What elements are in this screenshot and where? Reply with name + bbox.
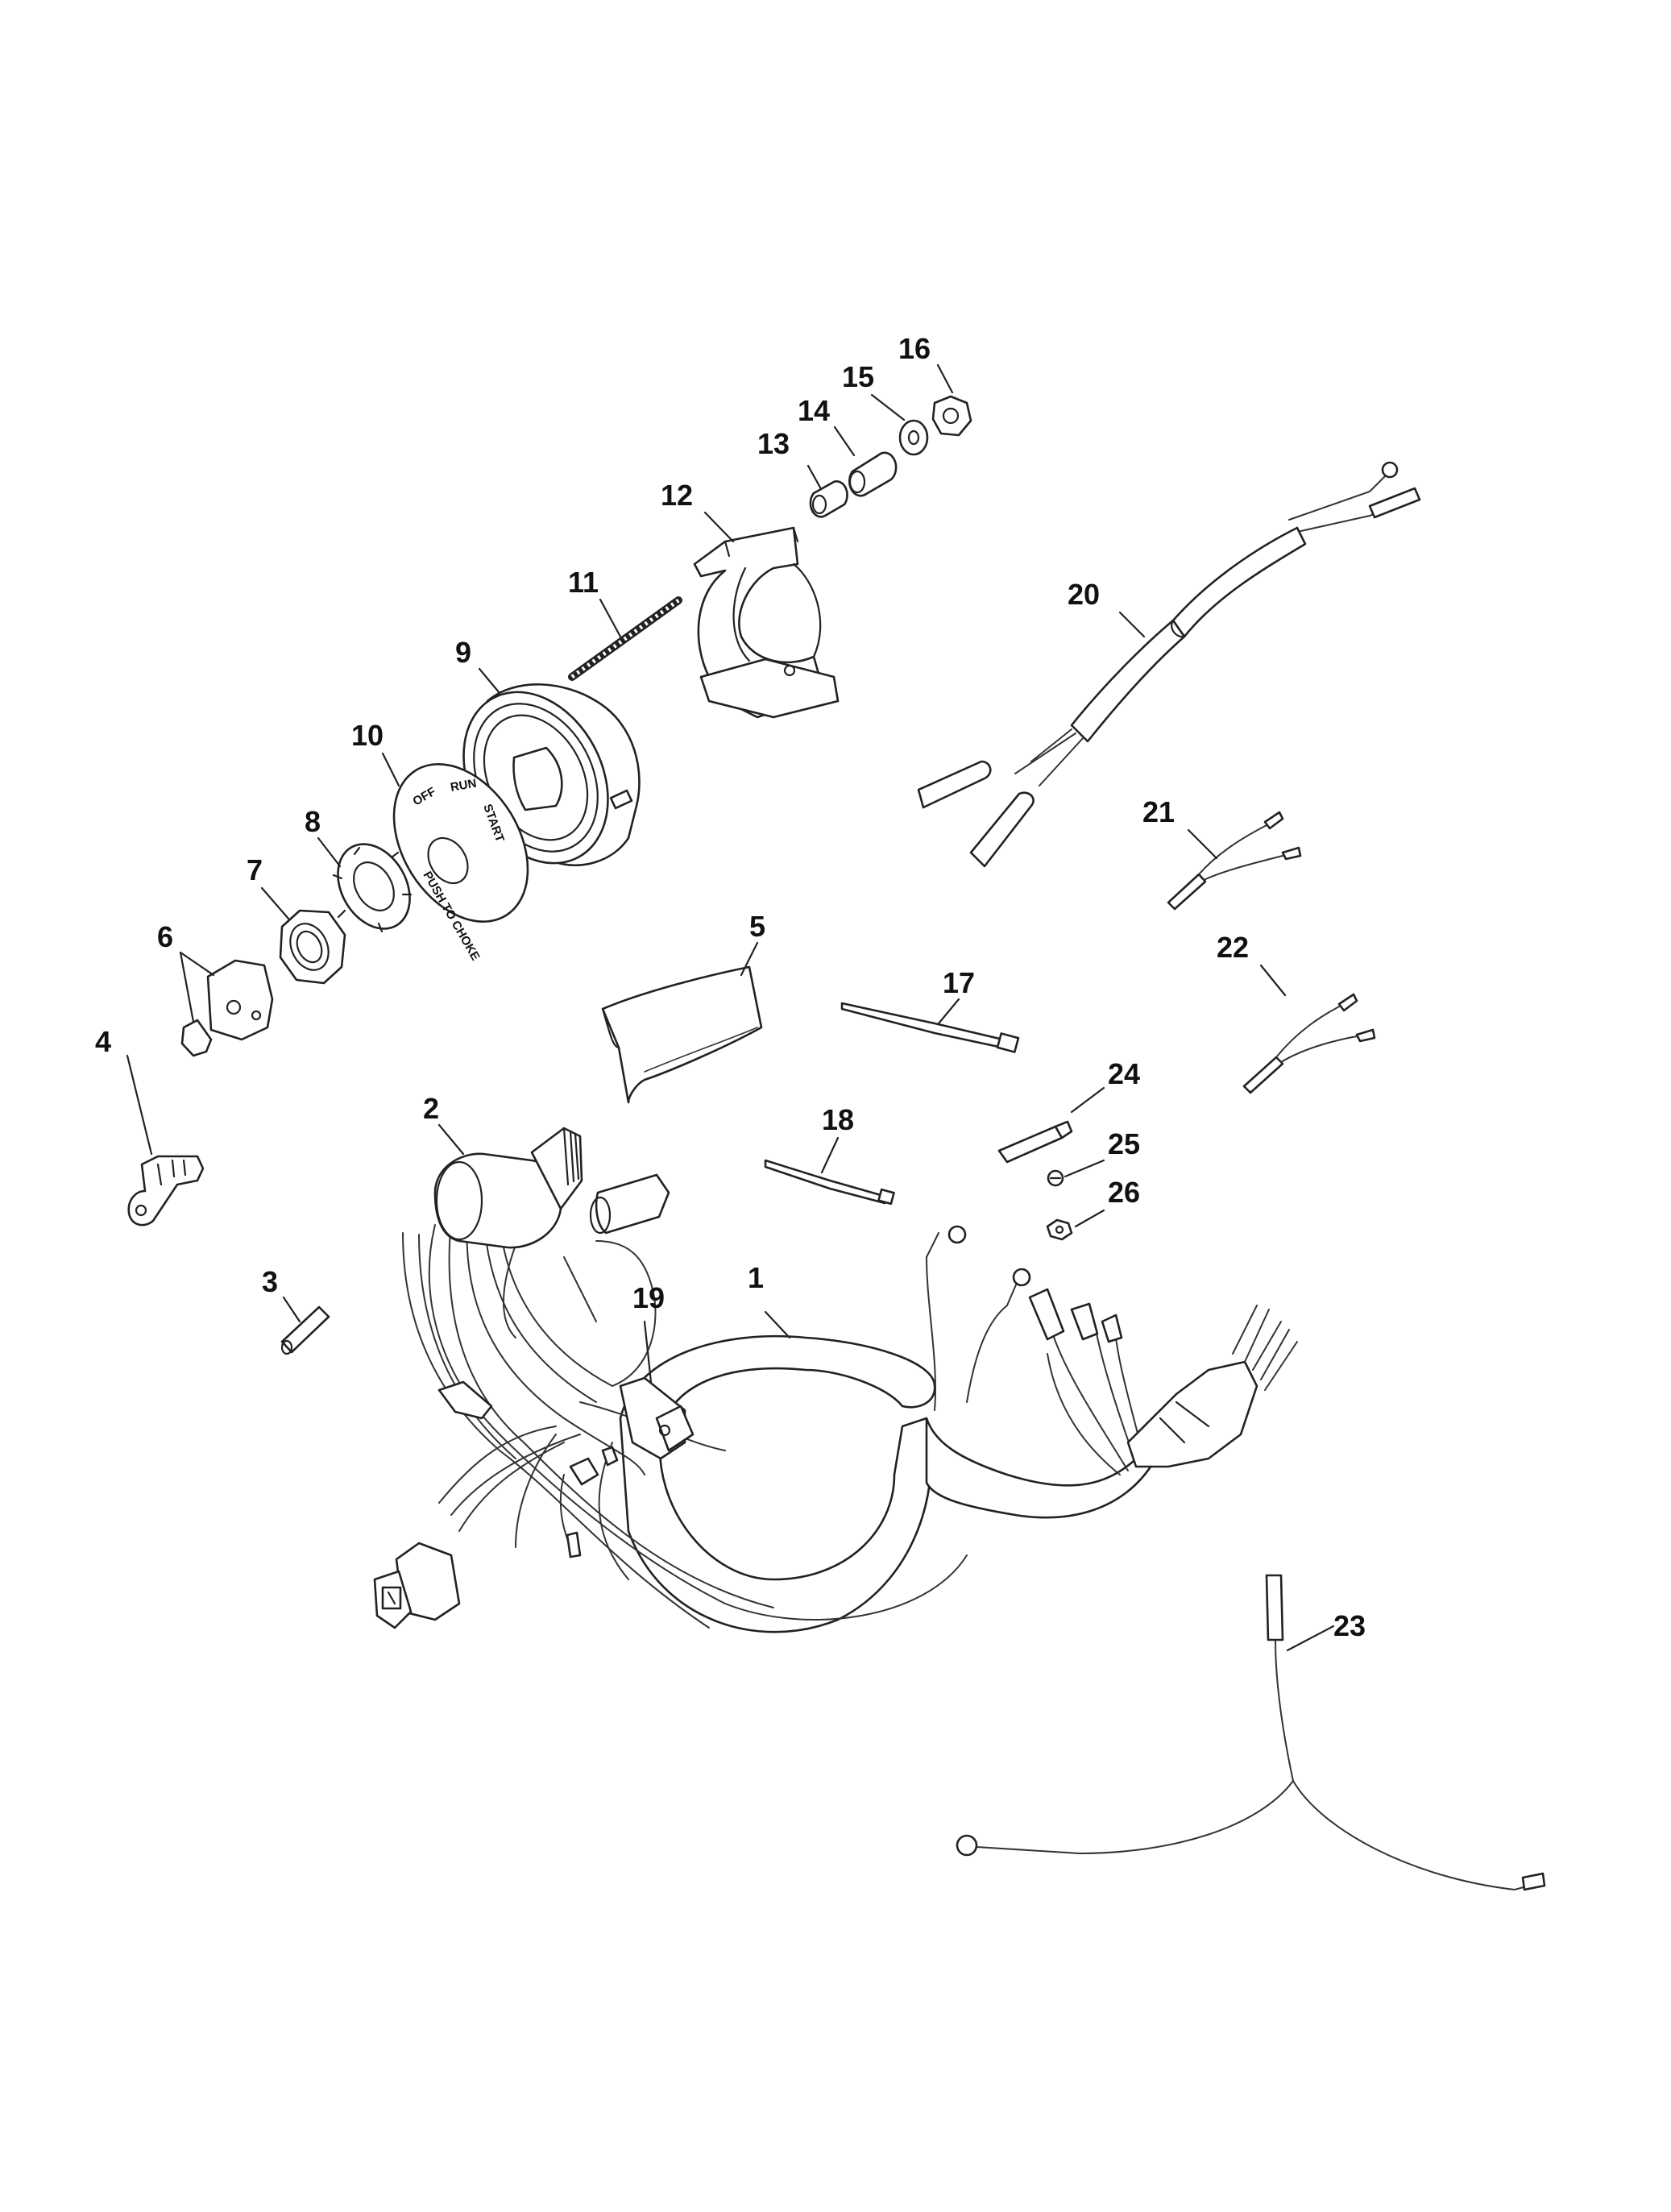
callout-numbers: 16 15 14 13 12 11 9 10 8 7 6 4 2 3 5 17 …	[95, 332, 1366, 1642]
callout-17: 17	[943, 966, 975, 999]
leader-lines	[126, 363, 1335, 1652]
part-15-washer	[898, 419, 929, 456]
part-02-main-connector	[433, 1127, 670, 1249]
callout-24: 24	[1108, 1057, 1140, 1090]
part-13-bushing	[809, 480, 848, 518]
callout-18: 18	[822, 1103, 854, 1136]
callout-06: 6	[157, 920, 173, 953]
part-11-threaded-rod	[568, 596, 682, 681]
part-25-screw	[1047, 1169, 1064, 1187]
callout-11: 11	[568, 566, 599, 599]
part-05-protective-sleeve	[601, 965, 763, 1104]
callout-21: 21	[1142, 795, 1175, 828]
part-06-switch-cover	[180, 959, 274, 1057]
callout-26: 26	[1108, 1176, 1140, 1209]
part-08-lock-washer	[332, 843, 413, 933]
part-24-terminal	[997, 1120, 1073, 1164]
part-14-spacer	[848, 451, 898, 497]
part-21-jumper-lead	[1167, 811, 1302, 911]
part-26-nut	[1046, 1218, 1073, 1241]
callout-23: 23	[1333, 1609, 1366, 1642]
callout-19: 19	[632, 1281, 665, 1314]
callout-12: 12	[661, 479, 693, 512]
part-20-harness-lead	[917, 461, 1421, 868]
callout-03: 3	[262, 1265, 278, 1298]
callout-10: 10	[351, 719, 384, 752]
callout-08: 8	[305, 805, 321, 838]
callout-22: 22	[1217, 931, 1249, 964]
part-03-connector-sleeve	[280, 1305, 330, 1355]
part-18-cable-tie	[764, 1159, 895, 1206]
part-22-jumper-lead	[1242, 993, 1376, 1094]
part-12-mounting-bracket	[693, 526, 840, 719]
part-23-ground-lead	[956, 1574, 1546, 1891]
callout-09: 9	[455, 636, 471, 669]
part-04-key	[127, 1155, 205, 1226]
callout-07: 7	[247, 853, 263, 886]
callout-16: 16	[898, 332, 931, 365]
callout-14: 14	[798, 394, 830, 427]
callout-05: 5	[749, 910, 765, 943]
part-17-cable-tie	[840, 1002, 1020, 1053]
decal-run-text: RUN	[450, 777, 478, 795]
callout-15: 15	[842, 360, 874, 393]
part-01-main-wiring-harness	[373, 1212, 1298, 1633]
callout-01: 1	[748, 1261, 764, 1294]
callout-13: 13	[757, 427, 790, 460]
part-16-nut	[931, 395, 972, 437]
callout-02: 2	[423, 1092, 439, 1125]
callout-04: 4	[95, 1025, 111, 1058]
callout-20: 20	[1068, 578, 1100, 611]
callout-25: 25	[1108, 1127, 1140, 1160]
part-07-hex-nut	[279, 909, 346, 985]
